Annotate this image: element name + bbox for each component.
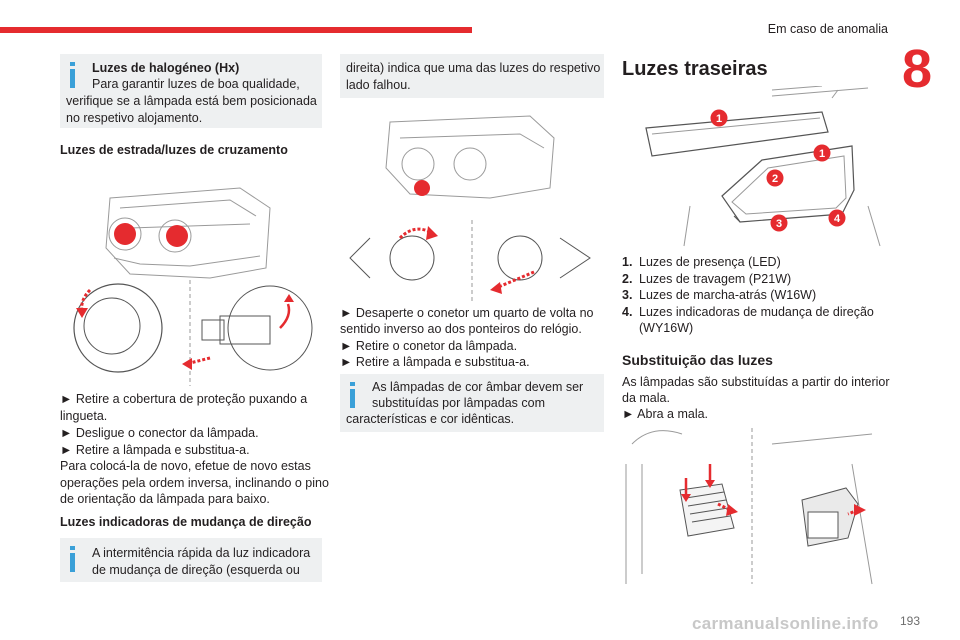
callout-label: 2 — [772, 173, 778, 185]
chapter-tab: 8 — [902, 40, 960, 98]
callout-label: 3 — [776, 218, 782, 230]
amber-note-line: As lâmpadas de cor âmbar devem ser — [372, 380, 584, 394]
halogen-note-title: Luzes de halogéneo (Hx) — [92, 61, 240, 75]
step-line: ► Desligue o conector da lâmpada. — [60, 426, 259, 440]
callout-label: 1 — [716, 113, 722, 125]
indicator-note: A intermitência rápida da luz indicadora… — [60, 538, 322, 582]
list-item: 3. Luzes de marcha-atrás (W16W) — [622, 287, 884, 304]
indicator-note-line: A intermitência rápida da luz indicadora — [92, 546, 311, 560]
halogen-note-line: verifique se a lâmpada está bem posicion… — [66, 94, 317, 108]
step-line: sentido inverso ao dos ponteiros do reló… — [340, 322, 582, 336]
page-number: 193 — [900, 614, 921, 628]
step-line: ► Desaperte o conetor um quarto de volta… — [340, 306, 594, 320]
list-item: 1. Luzes de presença (LED) — [622, 254, 884, 271]
note-line: lado falhou. — [346, 78, 411, 92]
item-number: 3. — [622, 288, 633, 302]
callout-4-icon: 4 — [828, 209, 846, 227]
step-line: Para colocá-la de novo, efetue de novo e… — [60, 459, 311, 473]
item-text: (WY16W) — [639, 321, 694, 335]
indicator-note-continued: direita) indica que uma das luzes do res… — [340, 54, 604, 98]
item-text: Luzes de travagem (P21W) — [639, 271, 792, 286]
callout-1b-icon: 1 — [813, 144, 831, 162]
info-icon — [70, 546, 75, 572]
item-text: Luzes de presença (LED) — [639, 255, 781, 269]
info-icon — [70, 62, 75, 88]
step-line: lingueta. — [60, 409, 108, 423]
replacement-text: da mala. — [622, 391, 670, 405]
chapter-number: 8 — [902, 39, 933, 99]
info-icon — [350, 382, 355, 408]
watermark: carmanualsonline.info — [692, 614, 879, 633]
boot-access-figure — [625, 428, 873, 585]
step-line: ► Retire a lâmpada e substitua-a. — [60, 443, 250, 457]
item-number: 4. — [622, 304, 633, 319]
step-line: operações pela ordem inversa, inclinando… — [60, 476, 329, 490]
halogen-note: Luzes de halogéneo (Hx) Para garantir lu… — [60, 54, 322, 128]
step-line: ► Abra a mala. — [622, 407, 709, 421]
amber-note: As lâmpadas de cor âmbar devem ser subst… — [340, 374, 604, 432]
callout-3-icon: 3 — [770, 214, 788, 232]
list-item-continuation: (WY16W) — [622, 320, 884, 337]
replacement-text: As lâmpadas são substituídas a partir do… — [622, 375, 890, 389]
step-line: de orientação da lâmpada para baixo. — [60, 492, 270, 506]
step-line: ► Retire a cobertura de proteção puxando… — [60, 392, 308, 406]
halogen-note-line: no respetivo alojamento. — [66, 111, 203, 125]
rear-lamps-title: Luzes traseiras — [622, 58, 768, 80]
section-header: Em caso de anomalia — [767, 22, 888, 36]
headlamp-figure — [73, 187, 313, 386]
amber-note-line: substituídas por lâmpadas com — [372, 396, 546, 410]
heading-indicators: Luzes indicadoras de mudança de direção — [60, 515, 312, 529]
list-item: 4. Luzes indicadoras de mudança de direçã… — [622, 304, 884, 321]
indicator-lamp-figure — [349, 115, 591, 302]
replacement-heading: Substituição das luzes — [622, 352, 773, 368]
lamp-list: 1. Luzes de presença (LED) 2. Luzes de tra… — [622, 254, 884, 337]
halogen-note-line: Para garantir luzes de boa qualidade, — [92, 77, 300, 91]
callout-1a-icon: 1 — [710, 109, 728, 127]
callout-2-icon: 2 — [766, 169, 784, 187]
indicator-note-line: de mudança de direção (esquerda ou — [92, 563, 300, 577]
item-text: Luzes indicadoras de mudança de direção — [639, 304, 874, 319]
note-line: direita) indica que uma das luzes do res… — [346, 61, 601, 75]
rear-lamp-diagram — [645, 86, 881, 247]
amber-note-line: características e cor idênticas. — [346, 412, 515, 426]
top-accent-bar — [0, 27, 472, 33]
item-text: Luzes de marcha-atrás (W16W) — [639, 288, 817, 302]
callout-label: 4 — [834, 213, 841, 225]
step-line: ► Retire o conetor da lâmpada. — [340, 339, 518, 353]
item-number: 2. — [622, 271, 633, 286]
callout-label: 1 — [819, 148, 825, 160]
list-item: 2. Luzes de travagem (P21W) — [622, 271, 884, 288]
step-line: ► Retire a lâmpada e substitua-a. — [340, 355, 530, 369]
item-number: 1. — [622, 255, 633, 269]
heading-main-beam: Luzes de estrada/luzes de cruzamento — [60, 143, 288, 157]
